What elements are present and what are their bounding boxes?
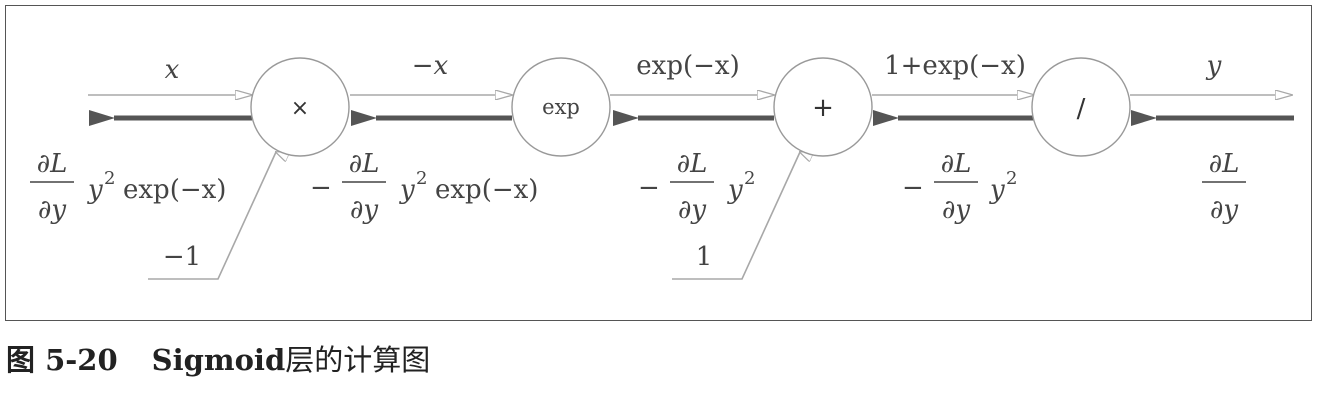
figure-caption: 图 5-20 Sigmoid层的计算图	[6, 340, 430, 380]
figure-frame	[5, 5, 1312, 321]
partial-num: ∂L	[941, 149, 972, 179]
minus: −	[310, 173, 332, 203]
y-sq: 2	[104, 168, 115, 189]
gradient-label-3: − ∂L ∂y y 2	[638, 149, 755, 225]
gradient-label-2: − ∂L ∂y y 2 exp(−x)	[310, 149, 538, 225]
node-multiply: ×	[250, 57, 350, 157]
node-divide-label: /	[1077, 94, 1086, 124]
partial-den: ∂y	[942, 195, 970, 225]
forward-label-exp: exp(−x)	[636, 51, 739, 81]
y-base: y	[87, 175, 103, 205]
forward-label-neg-x: −x	[412, 51, 449, 81]
node-exp-label: exp	[542, 95, 580, 119]
side-arrow-neg1	[148, 152, 276, 280]
y-sq: 2	[416, 168, 427, 189]
side-input-neg1: −1	[163, 242, 201, 272]
forward-label-y: y	[1206, 51, 1222, 81]
minus: −	[638, 173, 660, 203]
side-input-arrows	[148, 152, 800, 280]
y-base: y	[727, 175, 743, 205]
forward-label-sum: 1+exp(−x)	[884, 51, 1026, 81]
figure-title-cjk: 层的计算图	[285, 343, 431, 377]
partial-num: ∂L	[37, 149, 68, 179]
node-divide: /	[1031, 57, 1131, 157]
figure-title: Sigmoid层的计算图	[152, 343, 431, 377]
partial-den: ∂y	[38, 195, 66, 225]
computational-graph: × exp + / x −x exp(−x) 1+exp(−x) y −1 1 …	[30, 51, 1294, 280]
exp-tail: exp(−x)	[435, 175, 538, 205]
side-arrow-1	[672, 152, 800, 280]
gradient-label-5: ∂L ∂y	[1202, 149, 1246, 225]
y-sq: 2	[1006, 168, 1017, 189]
node-exp: exp	[511, 57, 611, 157]
partial-num: ∂L	[1209, 149, 1240, 179]
exp-tail: exp(−x)	[123, 175, 226, 205]
gradient-label-4: − ∂L ∂y y 2	[902, 149, 1017, 225]
partial-num: ∂L	[349, 149, 380, 179]
partial-num: ∂L	[677, 149, 708, 179]
partial-den: ∂y	[350, 195, 378, 225]
forward-labels: x −x exp(−x) 1+exp(−x) y	[165, 51, 1222, 85]
side-input-1: 1	[696, 242, 713, 272]
partial-den: ∂y	[678, 195, 706, 225]
forward-label-x: x	[165, 55, 180, 85]
y-base: y	[989, 175, 1005, 205]
partial-den: ∂y	[1210, 195, 1238, 225]
y-sq: 2	[744, 168, 755, 189]
figure-number: 图 5-20	[6, 343, 118, 377]
node-multiply-label: ×	[291, 96, 309, 121]
figure-title-latin: Sigmoid	[151, 343, 286, 377]
minus: −	[902, 173, 924, 203]
node-add: +	[773, 57, 873, 157]
y-base: y	[399, 175, 415, 205]
node-add-label: +	[812, 93, 834, 123]
gradient-label-1: ∂L ∂y y 2 exp(−x)	[30, 149, 226, 225]
